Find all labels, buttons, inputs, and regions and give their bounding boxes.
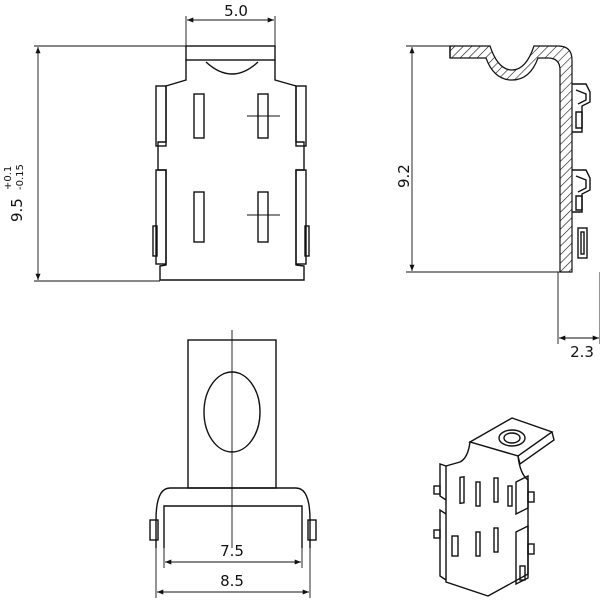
top-tab (185, 45, 276, 61)
slot-left-lower (193, 191, 205, 243)
front-body-outline (157, 60, 305, 281)
dim-bottom-outer-label: 8.5 (220, 572, 244, 590)
top-tab-curve (205, 61, 259, 75)
side-window (577, 227, 588, 259)
dim-bottom-outer: 8.5 (155, 548, 311, 598)
dim-bottom-inner: 7.5 (163, 542, 303, 568)
left-upper-flange (155, 85, 167, 147)
left-lower-flange (155, 169, 167, 265)
dim-bottom-inner-label: 7.5 (220, 542, 244, 560)
slot-right-lower (257, 191, 269, 243)
side-clip-lower (572, 169, 591, 213)
side-view: 9.2 2.3 (395, 45, 600, 361)
isometric-view (433, 417, 555, 597)
side-section (449, 45, 573, 273)
dim-height-tol-minus: -0.15 (15, 164, 26, 190)
right-latch (304, 225, 310, 257)
dim-side-depth-label: 2.3 (570, 343, 594, 361)
dim-top-width: 5.0 (185, 2, 276, 46)
iso-front-face (445, 441, 529, 597)
iso-hole (498, 429, 526, 447)
side-clip-upper (572, 83, 591, 133)
right-lower-flange (295, 169, 307, 265)
dim-height-base: 9.5 (8, 198, 26, 222)
front-view: 5.0 9.5 +0.1 -0.15 (3, 2, 310, 282)
bottom-view: 7.5 8.5 (149, 330, 317, 598)
slot-left-upper (193, 93, 205, 139)
dim-side-height-label: 9.2 (395, 164, 413, 188)
dim-side-height: 9.2 (395, 45, 560, 273)
dim-side-depth: 2.3 (557, 272, 600, 361)
right-upper-flange (295, 85, 307, 147)
dim-height-tol-plus: +0.1 (3, 166, 14, 190)
dim-height: 9.5 +0.1 -0.15 (3, 45, 186, 282)
dim-top-width-label: 5.0 (224, 2, 248, 20)
bottom-bracket (155, 487, 311, 548)
left-latch (152, 225, 158, 257)
dim-height-text: 9.5 +0.1 -0.15 (3, 164, 26, 222)
